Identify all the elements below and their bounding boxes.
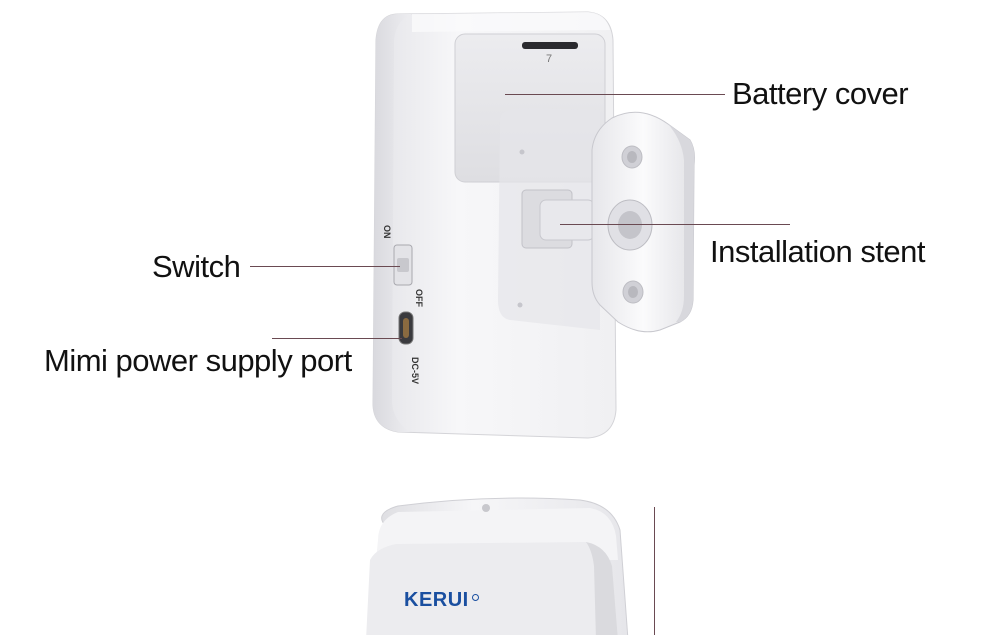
power-port-leader	[272, 338, 402, 339]
battery-cover-label: Battery cover	[732, 76, 909, 111]
front-view-divider	[654, 507, 655, 635]
installation-stent-label: Installation stent	[710, 234, 926, 269]
switch-on-label: ON	[382, 225, 392, 239]
installation-stent-leader	[560, 224, 790, 225]
port-rating-label: DC-5V	[410, 357, 420, 385]
sensor-front-body	[366, 497, 629, 635]
power-port-label: Mimi power supply port	[44, 343, 352, 378]
switch-leader	[250, 266, 400, 267]
cover-mark-text: 7	[546, 53, 552, 65]
switch-label: Switch	[152, 249, 241, 284]
power-switch	[393, 244, 413, 286]
installation-stent-bracket	[591, 111, 695, 333]
power-port	[398, 311, 414, 345]
switch-off-label: OFF	[414, 289, 424, 307]
kerui-logo: KERUI	[404, 589, 469, 611]
bracket-joint	[521, 189, 595, 249]
battery-cover-leader	[505, 94, 725, 95]
registered-mark	[472, 594, 479, 601]
